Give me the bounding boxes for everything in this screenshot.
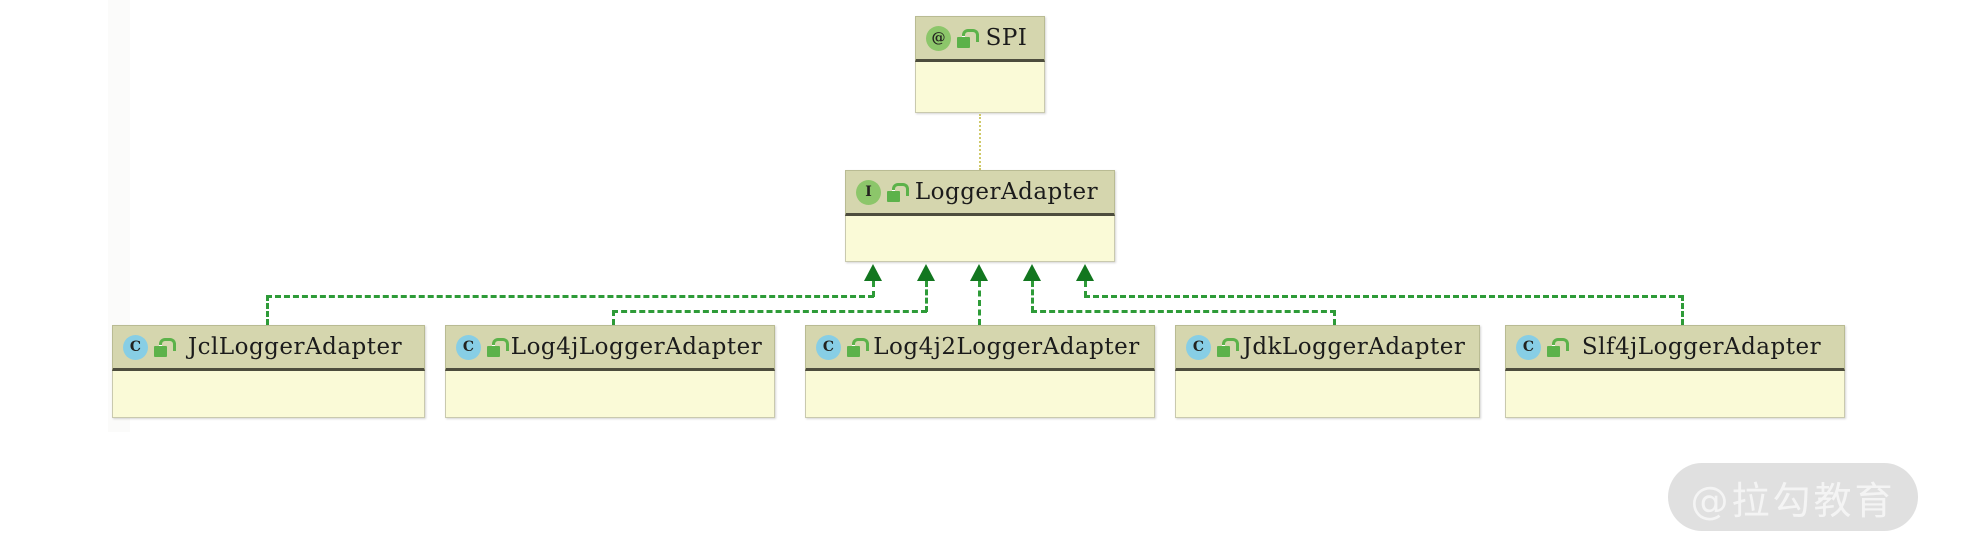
node-log4j2-logger-adapter[interactable]: C Log4j2LoggerAdapter (805, 325, 1155, 418)
watermark: @拉勾教育 (1668, 463, 1918, 531)
node-jcl-logger-adapter-header: C JclLoggerAdapter (112, 325, 425, 371)
node-jdk-logger-adapter-header: C JdkLoggerAdapter (1175, 325, 1480, 371)
arrowhead-log4j (917, 264, 935, 281)
edge-jdk-drop (1333, 310, 1336, 325)
node-spi-title: SPI (985, 25, 1028, 51)
node-log4j-logger-adapter-header: C Log4jLoggerAdapter (445, 325, 775, 371)
node-jcl-logger-adapter[interactable]: C JclLoggerAdapter (112, 325, 425, 418)
node-log4j-logger-adapter-title: Log4jLoggerAdapter (510, 334, 763, 360)
node-log4j2-logger-adapter-title: Log4j2LoggerAdapter (873, 334, 1140, 360)
interface-icon: I (856, 179, 881, 205)
node-slf4j-logger-adapter-header: C Slf4jLoggerAdapter (1505, 325, 1845, 371)
arrowhead-log4j2 (970, 264, 988, 281)
node-jcl-logger-adapter-members (112, 371, 425, 418)
edge-slf4j-drop (1681, 295, 1684, 325)
class-icon: C (123, 334, 148, 360)
edge-log4j-drop (612, 310, 615, 325)
edge-slf4j-riser (1084, 281, 1087, 297)
edge-log4j2-riser (978, 281, 981, 325)
unlock-icon (154, 337, 176, 357)
edge-jdk-rail (1031, 310, 1336, 313)
unlock-icon (487, 337, 509, 357)
unlock-icon (887, 182, 909, 202)
arrowhead-jdk (1023, 264, 1041, 281)
node-logger-adapter-members (845, 216, 1115, 262)
node-spi-header: @ SPI (915, 16, 1045, 62)
edge-jdk-riser (1031, 281, 1034, 312)
node-log4j-logger-adapter-members (445, 371, 775, 418)
node-spi-members (915, 62, 1045, 113)
class-icon: C (816, 334, 841, 360)
unlock-icon (1217, 337, 1239, 357)
watermark-text: @拉勾教育 (1690, 478, 1896, 523)
node-jdk-logger-adapter-title: JdkLoggerAdapter (1242, 334, 1466, 360)
node-spi[interactable]: @ SPI (915, 16, 1045, 113)
arrowhead-slf4j (1076, 264, 1094, 281)
unlock-icon (1547, 337, 1569, 357)
edge-slf4j-rail (1084, 295, 1684, 298)
unlock-icon (957, 28, 979, 48)
unlock-icon (847, 337, 869, 357)
node-slf4j-logger-adapter-title: Slf4jLoggerAdapter (1581, 334, 1822, 360)
node-log4j2-logger-adapter-header: C Log4j2LoggerAdapter (805, 325, 1155, 371)
annotation-at-icon: @ (926, 25, 951, 51)
node-log4j2-logger-adapter-members (805, 371, 1155, 418)
node-slf4j-logger-adapter[interactable]: C Slf4jLoggerAdapter (1505, 325, 1845, 418)
node-jdk-logger-adapter[interactable]: C JdkLoggerAdapter (1175, 325, 1480, 418)
class-icon: C (1186, 334, 1211, 360)
arrowhead-jcl (864, 264, 882, 281)
edge-jcl-rail (266, 295, 874, 298)
node-logger-adapter[interactable]: I LoggerAdapter (845, 170, 1115, 262)
node-logger-adapter-header: I LoggerAdapter (845, 170, 1115, 216)
node-log4j-logger-adapter[interactable]: C Log4jLoggerAdapter (445, 325, 775, 418)
edge-jcl-riser (872, 281, 875, 297)
class-icon: C (456, 334, 481, 360)
edge-jcl-drop (266, 295, 269, 325)
node-jcl-logger-adapter-title: JclLoggerAdapter (187, 334, 403, 360)
class-icon: C (1516, 334, 1541, 360)
edge-log4j-rail (612, 310, 927, 313)
node-slf4j-logger-adapter-members (1505, 371, 1845, 418)
node-jdk-logger-adapter-members (1175, 371, 1480, 418)
node-logger-adapter-title: LoggerAdapter (914, 179, 1099, 205)
edge-spi-to-loggeradapter (979, 114, 981, 170)
edge-log4j-riser (925, 281, 928, 312)
left-gutter-band (108, 0, 130, 432)
